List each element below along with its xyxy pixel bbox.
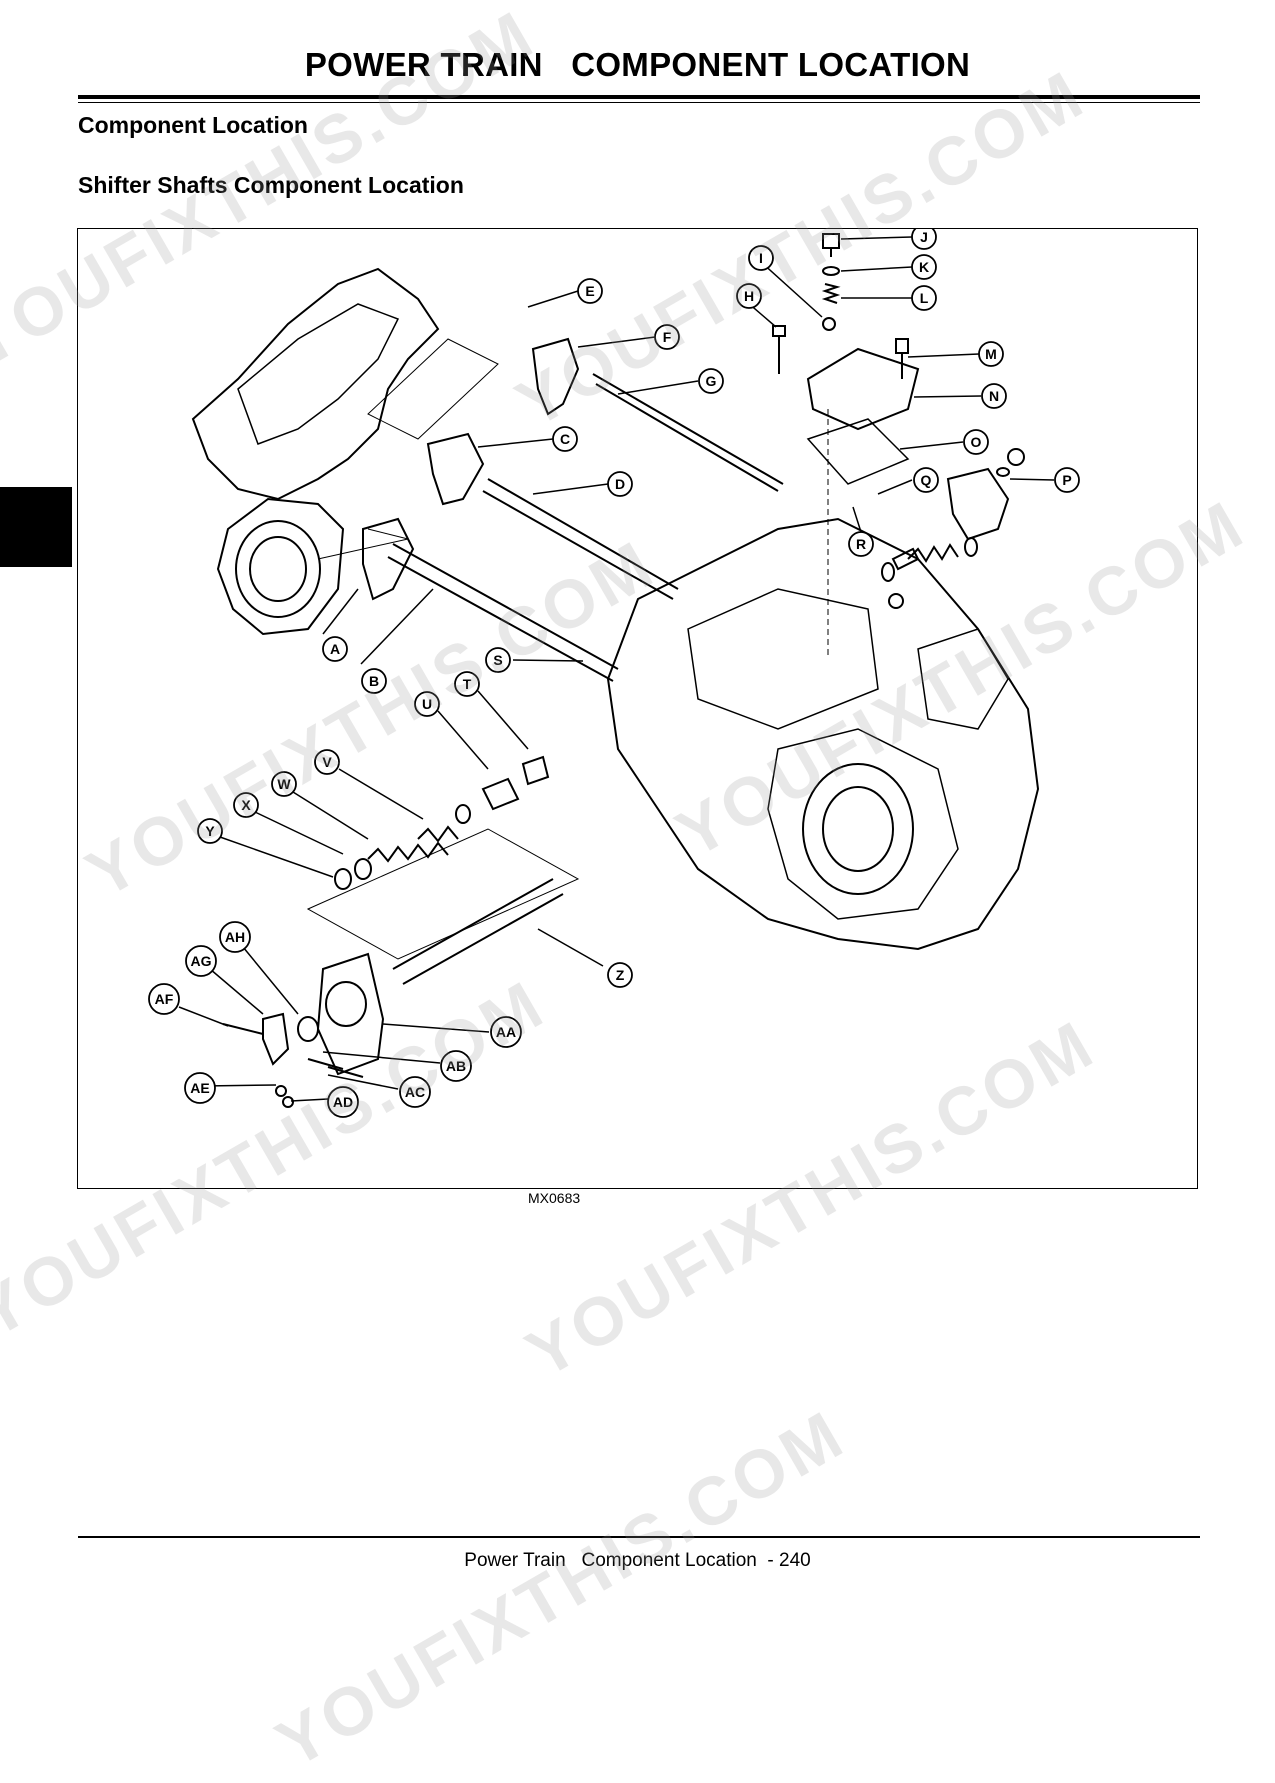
callout-ah: AH xyxy=(219,921,251,953)
gasket-o xyxy=(806,418,910,485)
callout-label: S xyxy=(493,652,502,668)
callout-m: M xyxy=(978,341,1004,367)
callout-r: R xyxy=(848,531,874,557)
detent-t xyxy=(521,755,550,786)
callout-t: T xyxy=(454,671,480,697)
callout-k: K xyxy=(911,254,937,280)
footer-text: Power Train Component Location - 240 xyxy=(464,1550,811,1571)
callout-a: A xyxy=(322,636,348,662)
callout-label: X xyxy=(241,797,251,813)
shaft-z xyxy=(392,878,564,985)
callout-e: E xyxy=(577,278,603,304)
callout-label: AF xyxy=(155,991,174,1007)
callout-u: U xyxy=(414,691,440,717)
callout-p: P xyxy=(1054,467,1080,493)
callout-label: W xyxy=(277,776,291,792)
callout-label: E xyxy=(585,283,594,299)
callout-label: D xyxy=(615,476,625,492)
callout-label: AD xyxy=(333,1094,353,1110)
callout-l: L xyxy=(911,285,937,311)
figure-id: MX0683 xyxy=(528,1190,581,1206)
fork-f xyxy=(531,337,580,416)
callout-x: X xyxy=(233,792,259,818)
section-tab-marker xyxy=(0,487,72,567)
callout-label: C xyxy=(560,431,570,447)
side-cover-p xyxy=(946,467,1010,541)
detent-block-u xyxy=(481,777,520,811)
callout-label: AB xyxy=(446,1058,466,1074)
callout-label: M xyxy=(985,346,997,362)
callout-f: F xyxy=(654,324,680,350)
callout-o: O xyxy=(963,429,989,455)
callout-j: J xyxy=(911,229,937,250)
callout-ag: AG xyxy=(185,945,217,977)
callout-label: AG xyxy=(191,953,212,969)
callout-label: Y xyxy=(205,823,215,839)
callout-label: L xyxy=(920,290,929,306)
callout-n: N xyxy=(981,383,1007,409)
callout-label: AE xyxy=(190,1080,209,1096)
callout-label: U xyxy=(422,696,432,712)
transaxle-case xyxy=(606,517,1040,951)
callout-h: H xyxy=(736,283,762,309)
footer-rule xyxy=(78,1536,1200,1538)
callout-label: O xyxy=(971,434,982,450)
callout-label: F xyxy=(663,329,672,345)
callout-label: AC xyxy=(405,1084,425,1100)
callout-label: K xyxy=(919,259,929,275)
page-title: POWER TRAIN COMPONENT LOCATION xyxy=(304,46,971,83)
callout-y: Y xyxy=(197,818,223,844)
callout-label: V xyxy=(322,754,332,770)
shift-cover xyxy=(806,347,920,431)
lever-ag xyxy=(262,1012,290,1066)
bell-housing xyxy=(191,267,440,501)
callout-label: Q xyxy=(921,472,932,488)
callout-label: AH xyxy=(225,929,245,945)
callout-q: Q xyxy=(913,467,939,493)
callout-label: I xyxy=(759,250,763,266)
callout-d: D xyxy=(607,471,633,497)
callout-ad: AD xyxy=(327,1086,359,1118)
header-rule-thin xyxy=(78,102,1200,103)
section-subheading: Shifter Shafts Component Location xyxy=(78,172,464,198)
callout-s: S xyxy=(485,647,511,673)
diagram-drawing: ABCDEFGHIJKLMNOPQRSTUVWXYZAAABACADAEAFAG… xyxy=(148,229,1080,1118)
callout-label: AA xyxy=(496,1024,516,1040)
callout-ab: AB xyxy=(440,1050,472,1082)
callout-label: N xyxy=(989,388,999,404)
callout-af: AF xyxy=(148,983,180,1015)
callout-label: Z xyxy=(616,967,625,983)
callout-b: B xyxy=(361,668,387,694)
callout-ac: AC xyxy=(399,1076,431,1108)
fork-c xyxy=(426,432,485,506)
callout-label: G xyxy=(706,373,717,389)
header-rule xyxy=(78,95,1200,99)
callout-ae: AE xyxy=(184,1072,216,1104)
fork-a xyxy=(362,517,415,601)
callout-label: T xyxy=(463,676,472,692)
callout-w: W xyxy=(271,771,297,797)
callout-z: Z xyxy=(607,962,633,988)
callout-label: H xyxy=(744,288,754,304)
watermark: YOUFIXTHIS.COM xyxy=(263,1395,858,1783)
callout-g: G xyxy=(698,368,724,394)
callout-label: B xyxy=(369,673,379,689)
callout-v: V xyxy=(314,749,340,775)
callout-i: I xyxy=(748,245,774,271)
callout-label: R xyxy=(856,536,866,552)
callout-c: C xyxy=(552,426,578,452)
callout-label: P xyxy=(1062,472,1071,488)
callout-label: J xyxy=(920,229,928,245)
section-heading: Component Location xyxy=(78,112,308,138)
front-bearing-housing xyxy=(216,497,345,636)
callout-label: A xyxy=(330,641,340,657)
shaft-d xyxy=(482,478,679,600)
callout-aa: AA xyxy=(490,1016,522,1048)
